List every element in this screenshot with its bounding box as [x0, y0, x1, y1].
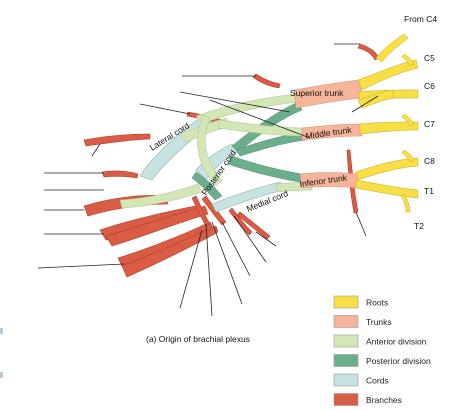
legend-label-cords: Cords [366, 376, 389, 386]
legend-swatch-branches [333, 393, 359, 406]
anterior-division-group [119, 93, 313, 209]
legend-label-branches: Branches [366, 395, 402, 405]
leader-bottom-1 [179, 229, 203, 309]
root-c8 [355, 157, 419, 181]
leader-bottom-5 [233, 215, 267, 263]
branch-medial-2 [236, 211, 271, 240]
legend-label-anterior-division: Anterior division [366, 337, 427, 347]
branch-dorsal-scapular [252, 73, 281, 89]
branch-lateral-pectoral [83, 133, 151, 147]
branch-from-c4 [357, 43, 380, 61]
label-c5: C5 [424, 53, 435, 63]
legend-swatch-posterior-division [333, 354, 359, 367]
anterior-loop-curve [197, 114, 223, 187]
figure-caption: (a) Origin of brachial plexus [146, 334, 250, 344]
anterior-loop-left [119, 183, 203, 209]
legend-label-roots: Roots [366, 298, 388, 308]
root-c7-nub [401, 113, 415, 127]
leader-bottom-2 [205, 223, 213, 317]
label-superior-trunk: Superior trunk [290, 88, 344, 98]
branch-radial [105, 205, 209, 247]
legend-swatch-anterior-division [333, 334, 359, 348]
leader-bottom-3 [211, 221, 243, 305]
root-c7 [359, 121, 419, 135]
legend-swatch-trunks [333, 315, 359, 328]
label-t2: T2 [414, 221, 424, 231]
left-edge-mark-2 [0, 372, 3, 378]
middle-trunk [301, 123, 363, 141]
label-c7: C7 [424, 119, 435, 129]
label-c8: C8 [424, 156, 435, 166]
leader-bottom-4 [221, 221, 251, 277]
leader-middle-left [209, 99, 311, 139]
root-t1 [355, 179, 419, 199]
posterior-trunk-link [191, 171, 223, 201]
root-c5 [357, 59, 419, 91]
leader-bottom-6 [255, 231, 277, 247]
label-t1: T1 [424, 186, 434, 196]
leader-upper-left-3 [139, 103, 191, 115]
leader-lines [37, 43, 379, 317]
leader-bottom-7 [91, 143, 101, 157]
root-c4-link [375, 33, 409, 63]
branch-ulnar [121, 225, 219, 278]
leader-trunk-right [351, 95, 379, 113]
posterior-division-middle [235, 131, 306, 157]
leader-upper-left-2 [179, 91, 291, 113]
leader-t2 [355, 211, 367, 237]
label-from-c4: From C4 [404, 14, 437, 24]
posterior-division-inferior [227, 155, 303, 183]
branch-small-upper [101, 170, 139, 179]
root-c8-nub [401, 149, 415, 163]
legend-swatch-cords [333, 373, 359, 387]
trunk-group [293, 79, 363, 189]
root-t1-nub [400, 193, 411, 213]
legend-swatch-roots [333, 295, 359, 309]
leader-left-5 [37, 263, 125, 269]
left-edge-mark-1 [0, 328, 3, 334]
label-c6: C6 [424, 81, 435, 91]
root-c6-join [357, 89, 395, 109]
legend-label-trunks: Trunks [366, 317, 392, 327]
legend-label-posterior-division: Posterior division [366, 356, 431, 366]
branch-group [83, 43, 380, 278]
root-c5-nub [401, 53, 415, 67]
root-group [355, 33, 419, 213]
